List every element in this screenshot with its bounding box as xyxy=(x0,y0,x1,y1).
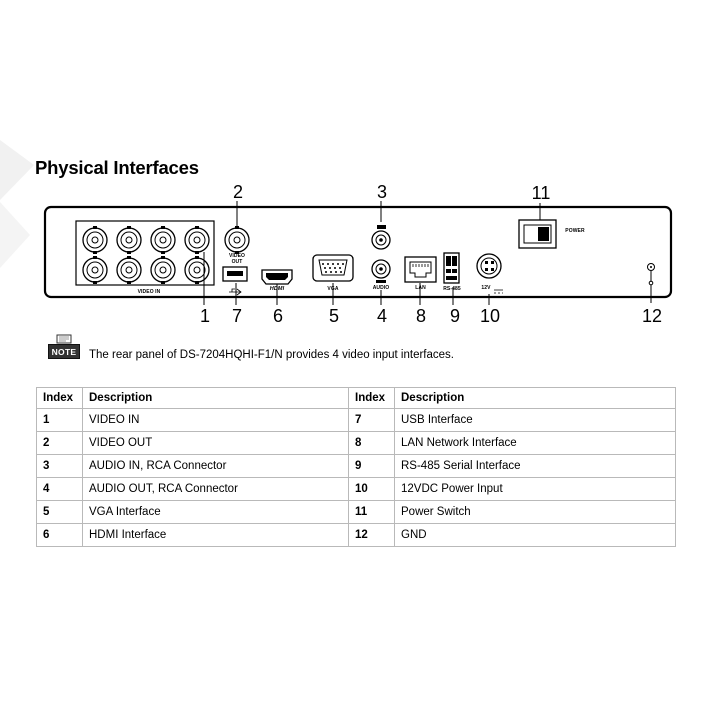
callout-2: 2 xyxy=(232,182,243,202)
callout-1: 1 xyxy=(199,306,210,326)
description-cell: GND xyxy=(394,523,676,547)
index-cell: 5 xyxy=(36,500,83,524)
video-in-label: VIDEO IN xyxy=(137,289,161,295)
callout-8: 8 xyxy=(415,306,426,326)
index-cell: 1 xyxy=(36,408,83,432)
header-description-left: Description xyxy=(82,387,349,409)
rs485-label: RS-485 xyxy=(443,286,461,292)
index-cell: 9 xyxy=(348,454,395,478)
interface-table: Index Description Index Description 1 VI… xyxy=(36,387,676,547)
description-cell: Power Switch xyxy=(394,500,676,524)
rj45-port-icon xyxy=(404,256,437,283)
ground-icon xyxy=(647,263,655,271)
index-cell: 11 xyxy=(348,500,395,524)
header-index-right: Index xyxy=(348,387,395,409)
index-cell: 12 xyxy=(348,523,395,547)
hdmi-label: HDMI xyxy=(269,286,285,292)
table-header-row: Index Description Index Description xyxy=(36,387,676,409)
page-title: Physical Interfaces xyxy=(35,157,199,178)
header-index-left: Index xyxy=(36,387,83,409)
callout-6: 6 xyxy=(272,306,283,326)
index-cell: 6 xyxy=(36,523,83,547)
callout-12: 12 xyxy=(641,306,663,326)
description-cell: AUDIO OUT, RCA Connector xyxy=(82,477,349,501)
callout-9: 9 xyxy=(449,306,460,326)
callout-7: 7 xyxy=(231,306,242,326)
index-cell: 3 xyxy=(36,454,83,478)
rca-connector-icon xyxy=(371,225,391,283)
description-cell: RS-485 Serial Interface xyxy=(394,454,676,478)
description-cell: LAN Network Interface xyxy=(394,431,676,455)
vga-label: VGA xyxy=(327,286,339,292)
power-switch-icon xyxy=(518,219,557,249)
index-cell: 10 xyxy=(348,477,395,501)
hdmi-port-icon xyxy=(261,269,293,285)
rs485-terminal-icon xyxy=(443,252,460,284)
note-icon xyxy=(48,334,80,359)
index-cell: 2 xyxy=(36,431,83,455)
table-row: 5 VGA Interface 11 Power Switch xyxy=(36,500,676,524)
video-out-label-line1: VIDEO xyxy=(228,253,246,259)
callout-10: 10 xyxy=(479,306,501,326)
index-cell: 4 xyxy=(36,477,83,501)
rear-panel-diagram xyxy=(43,201,673,305)
description-cell: 12VDC Power Input xyxy=(394,477,676,501)
table-row: 6 HDMI Interface 12 GND xyxy=(36,523,676,547)
header-description-right: Description xyxy=(394,387,676,409)
description-cell: AUDIO IN, RCA Connector xyxy=(82,454,349,478)
vga-port-icon xyxy=(312,254,354,282)
callout-5: 5 xyxy=(328,306,339,326)
table-row: 4 AUDIO OUT, RCA Connector 10 12VDC Powe… xyxy=(36,477,676,501)
power-in-label: 12V xyxy=(481,285,491,291)
callout-11: 11 xyxy=(531,183,551,203)
callout-3: 3 xyxy=(376,182,387,202)
video-out-label-line2: OUT xyxy=(231,259,243,265)
dc-power-jack-icon xyxy=(476,253,503,294)
background-watermark xyxy=(0,140,34,268)
description-cell: VIDEO IN xyxy=(82,408,349,432)
index-cell: 8 xyxy=(348,431,395,455)
table-row: 2 VIDEO OUT 8 LAN Network Interface xyxy=(36,431,676,455)
note-badge-label: NOTE xyxy=(51,347,77,357)
description-cell: USB Interface xyxy=(394,408,676,432)
audio-label: AUDIO xyxy=(372,285,390,291)
lan-label: LAN xyxy=(415,285,426,291)
power-switch-label: POWER xyxy=(565,228,585,234)
table-row: 1 VIDEO IN 7 USB Interface xyxy=(36,408,676,432)
note-text: The rear panel of DS-7204HQHI-F1/N provi… xyxy=(89,349,454,361)
index-cell: 7 xyxy=(348,408,395,432)
usb-icon xyxy=(222,266,248,296)
description-cell: HDMI Interface xyxy=(82,523,349,547)
description-cell: VGA Interface xyxy=(82,500,349,524)
callout-4: 4 xyxy=(376,306,387,326)
table-row: 3 AUDIO IN, RCA Connector 9 RS-485 Seria… xyxy=(36,454,676,478)
callout-leaders xyxy=(203,201,654,305)
description-cell: VIDEO OUT xyxy=(82,431,349,455)
